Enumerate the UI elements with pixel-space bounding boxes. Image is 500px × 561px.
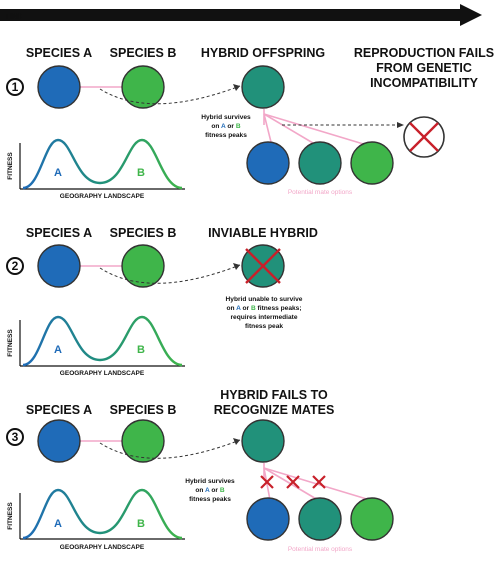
offspring-arrow [99,85,241,105]
mate-option-a [246,141,290,185]
offspring-arrow [99,264,241,284]
peak-b-label: B [137,167,145,179]
time-label: TIME [4,11,26,21]
survive-note-line3: fitness peaks [189,496,231,503]
step-number: 2 [12,259,19,273]
offspring-arrowhead [233,438,240,445]
survive-note-line1: Hybrid survives [185,478,235,485]
mate-line-hybrid [263,113,319,147]
species-b-circle [121,244,165,288]
fail-title-line2: FROM GENETIC [376,61,472,75]
survive-note-line2: on A or B [211,123,240,130]
landscape-axis-label: GEOGRAPHY LANDSCAPE [60,193,145,200]
hybrid-circle [241,419,285,463]
peak-a-label: A [54,518,62,530]
inviable-note-line4: fitness peak [245,323,283,330]
time-arrow: TIME [0,4,482,26]
mate-options-caption: Potential mate options [288,546,353,553]
fitness-axis-label: FITNESS [7,152,14,180]
species-b-title: SPECIES B [110,226,177,240]
survive-note-line3: fitness peaks [205,132,247,139]
x-cross-icon [245,248,281,284]
fail-arrowhead [397,122,404,128]
x-cross-icon [260,475,274,489]
survive-note-line2: on A or B [195,487,224,494]
species-a-title: SPECIES A [26,403,92,417]
survive-note-line1: Hybrid survives [201,114,251,121]
offspring-arrowhead [233,263,240,270]
hybrid-title-line2: RECOGNIZE MATES [214,403,335,417]
time-arrow-shaft [0,9,462,21]
x-cross-icon [286,475,300,489]
species-a-circle [37,419,81,463]
species-a-circle [37,65,81,109]
landscape-axis-label: GEOGRAPHY LANDSCAPE [60,370,145,377]
mate-option-b [350,497,394,541]
scenario-3: SPECIES A SPECIES B HYBRID FAILS TO RECO… [6,388,394,553]
mate-line-a [263,113,273,147]
peak-b-label: B [137,518,145,530]
species-a-title: SPECIES A [26,226,92,240]
step-badge [6,257,24,275]
landscape-axis-label: GEOGRAPHY LANDSCAPE [60,544,145,551]
mate-line-a [263,467,271,501]
fitness-axis-label: FITNESS [7,502,14,530]
x-cross-icon [312,475,326,489]
fail-title-line3: INCOMPATIBILITY [370,76,479,90]
peak-b-label: B [137,344,145,356]
species-b-title: SPECIES B [110,46,177,60]
inviable-note-line2: on A or B fitness peaks; [226,305,301,312]
step-badge [6,78,24,96]
peak-a-label: A [54,344,62,356]
time-arrow-head [460,4,482,26]
mate-line-b [263,113,371,147]
species-a-title: SPECIES A [26,46,92,60]
offspring-arrowhead [233,84,240,91]
fitness-axis-label: FITNESS [7,329,14,357]
species-b-title: SPECIES B [110,403,177,417]
scenario-1: SPECIES A SPECIES B HYBRID OFFSPRING REP… [6,46,494,200]
inviable-note-line1: Hybrid unable to survive [226,296,303,303]
hybrid-title-line1: HYBRID FAILS TO [220,388,328,402]
fitness-curve [22,138,183,190]
step-number: 3 [12,430,19,444]
fail-title-line1: REPRODUCTION FAILS [354,46,494,60]
step-badge [6,428,24,446]
mate-options-caption: Potential mate options [288,189,353,196]
hybrid-circle [241,65,285,109]
species-a-circle [37,244,81,288]
inviable-note-line3: requires intermediate [230,314,297,321]
peak-a-label: A [54,167,62,179]
mate-option-hybrid [298,141,342,185]
step-number: 1 [12,80,19,94]
fitness-curve [22,315,183,367]
scenario-2: SPECIES A SPECIES B INVIABLE HYBRID 2 Hy… [6,226,318,377]
fitness-curve [22,488,183,540]
hybrid-title: HYBRID OFFSPRING [201,46,325,60]
mate-option-b [350,141,394,185]
hybrid-title: INVIABLE HYBRID [208,226,318,240]
species-b-circle [121,65,165,109]
mate-option-a [246,497,290,541]
x-cross-icon [409,122,439,152]
species-b-circle [121,419,165,463]
offspring-arrow [99,439,241,459]
mate-option-hybrid [298,497,342,541]
